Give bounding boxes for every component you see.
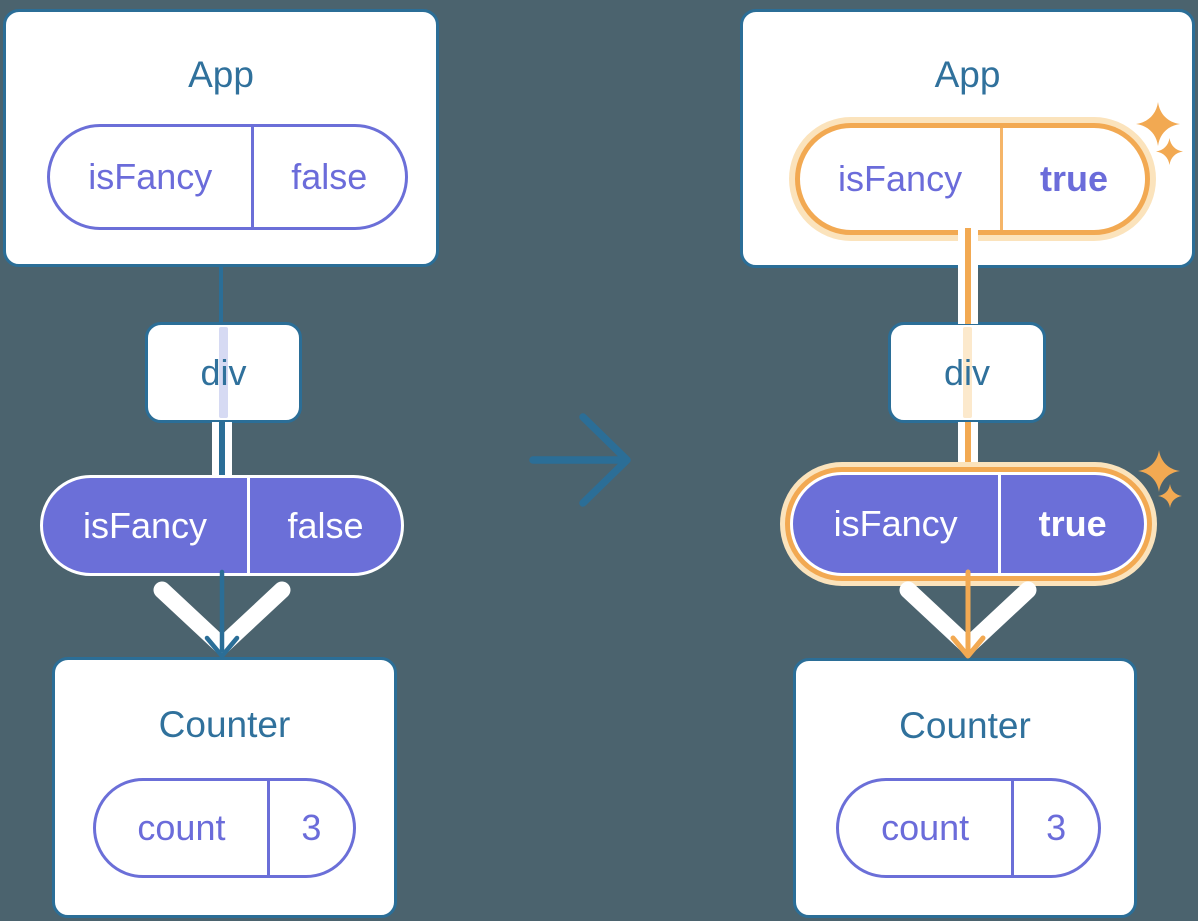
component-title: Counter xyxy=(899,705,1031,746)
prop-value: true xyxy=(1000,128,1145,230)
prop-pill-isfancy-highlighted: isFancy true xyxy=(795,123,1150,235)
prop-label: isFancy xyxy=(838,158,963,199)
div-to-pill-pipe xyxy=(212,422,232,479)
prop-value: false xyxy=(250,127,405,227)
prop-pill-isfancy: isFancy false xyxy=(47,124,408,230)
state-label: count xyxy=(881,807,970,848)
pipe-core xyxy=(965,228,971,324)
div-to-pill-pipe xyxy=(958,422,978,477)
sparkle-icon xyxy=(1156,138,1183,165)
state-pill-count: count 3 xyxy=(93,778,356,878)
component-title: App xyxy=(188,54,254,95)
node-label: div xyxy=(200,351,247,393)
prop-value: false xyxy=(247,478,401,573)
app-to-div-connector xyxy=(219,265,223,325)
prop-thread-stripe xyxy=(219,327,228,418)
app-to-div-pipe xyxy=(958,228,978,324)
sparkle-icon xyxy=(1158,484,1182,508)
sparkle-icon xyxy=(1138,450,1180,492)
prop-label: isFancy xyxy=(833,503,958,544)
state-value: 3 xyxy=(1011,781,1098,875)
pass-down-arrow-icon xyxy=(950,569,986,659)
node-label: div xyxy=(943,351,991,393)
component-title: Counter xyxy=(158,704,291,745)
counter-card-before: Counter count 3 xyxy=(52,657,397,918)
state-value: 3 xyxy=(266,781,353,875)
app-card-after: App isFancy true xyxy=(740,9,1195,268)
component-title: App xyxy=(934,54,1001,95)
app-card-before: App isFancy false xyxy=(3,9,439,267)
sparkle-icon xyxy=(1136,102,1180,146)
prop-label: isFancy xyxy=(83,504,208,546)
prop-label: isFancy xyxy=(88,156,213,197)
passed-prop-pill: isFancy false xyxy=(40,475,404,576)
div-node-after: div xyxy=(888,322,1046,423)
state-pill-count: count 3 xyxy=(836,778,1101,878)
passed-prop-pill-highlighted: isFancy true xyxy=(790,472,1147,576)
prop-value: true xyxy=(998,475,1144,573)
pass-down-arrow-icon xyxy=(204,569,240,659)
prop-thread-stripe xyxy=(962,327,972,418)
counter-card-after: Counter count 3 xyxy=(793,658,1137,918)
div-node-before: div xyxy=(145,322,302,423)
state-label: count xyxy=(137,807,226,848)
transition-arrow-icon xyxy=(529,413,631,507)
pipe-core xyxy=(219,422,225,479)
pipe-core xyxy=(965,422,971,477)
